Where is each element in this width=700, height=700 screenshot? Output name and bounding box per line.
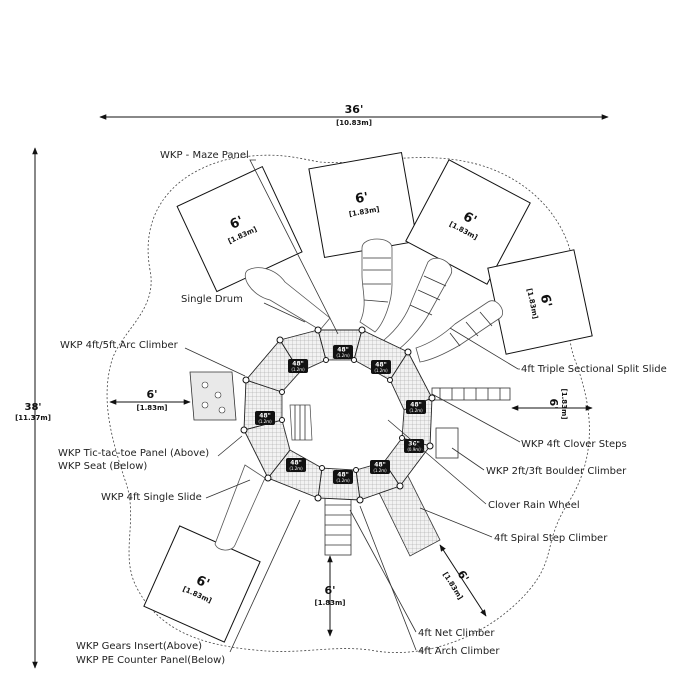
arc-climber bbox=[189, 371, 237, 421]
platform-tag: 48" (1.2m) bbox=[333, 470, 353, 484]
platform-tag: 48" (1.2m) bbox=[406, 400, 426, 414]
deck-modules bbox=[243, 329, 433, 501]
safety-zone-single-slide: 6' [1.83m] bbox=[143, 525, 261, 643]
spiral-climber-zone-dimension: 6' [1.83m] bbox=[439, 544, 487, 617]
platform-tag: 36" (0.9m) bbox=[404, 439, 424, 453]
overall-depth-ft: 38' bbox=[25, 402, 42, 413]
label-tic-tac-toe: WKP Tic-tac-toe Panel (Above) bbox=[58, 448, 209, 459]
label-triple-slide: 4ft Triple Sectional Split Slide bbox=[521, 364, 667, 375]
svg-text:(1.2m): (1.2m) bbox=[336, 353, 350, 358]
overall-width-dimension: 36' [10.83m] bbox=[99, 103, 609, 127]
svg-text:[1.83m]: [1.83m] bbox=[137, 404, 168, 412]
overall-depth-m: [11.37m] bbox=[15, 414, 51, 422]
platform-tag: 48" (1.2m) bbox=[370, 460, 390, 474]
safety-zone-mid-slide: 6' [1.83m] bbox=[405, 159, 531, 285]
label-boulder-climber: WKP 2ft/3ft Boulder Climber bbox=[486, 466, 627, 477]
platform-tag: 48" (1.2m) bbox=[255, 411, 275, 425]
label-net-climber: 4ft Net Climber bbox=[418, 628, 495, 639]
platform-tag: 48" (1.2m) bbox=[333, 345, 353, 359]
overall-width-ft: 36' bbox=[345, 103, 364, 116]
safety-zone-right-slide: 6' [1.83m] bbox=[487, 249, 593, 355]
overall-depth-dimension: 38' [11.37m] bbox=[15, 147, 51, 669]
clover-steps bbox=[431, 387, 511, 401]
svg-text:48": 48" bbox=[337, 472, 348, 479]
svg-text:[1.83m]: [1.83m] bbox=[560, 389, 568, 420]
svg-text:6': 6' bbox=[537, 293, 554, 309]
label-arch-climber: 4ft Arch Climber bbox=[418, 646, 500, 657]
svg-text:(1.2m): (1.2m) bbox=[409, 408, 423, 413]
net-climber bbox=[324, 494, 352, 556]
label-seat: WKP Seat (Below) bbox=[58, 461, 147, 472]
label-maze-panel: WKP - Maze Panel bbox=[160, 150, 249, 161]
label-gears-insert: WKP Gears Insert(Above) bbox=[76, 641, 202, 652]
svg-text:(0.9m): (0.9m) bbox=[407, 447, 421, 452]
label-single-drum: Single Drum bbox=[181, 294, 243, 305]
zone-ft: 6' bbox=[228, 214, 246, 233]
overall-width-m: [10.83m] bbox=[336, 119, 372, 127]
boulder-climber bbox=[435, 427, 459, 459]
svg-text:(1.2m): (1.2m) bbox=[374, 368, 388, 373]
platform-tag: 48" (1.2m) bbox=[371, 360, 391, 374]
svg-text:(1.2m): (1.2m) bbox=[289, 466, 303, 471]
svg-text:6': 6' bbox=[460, 209, 479, 228]
net-climber-zone-dimension: 6' [1.83m] bbox=[315, 555, 346, 637]
triple-slide-chutes bbox=[359, 238, 504, 363]
svg-text:(1.2m): (1.2m) bbox=[336, 478, 350, 483]
component-labels: WKP - Maze Panel Single Drum WKP 4ft/5ft… bbox=[58, 150, 667, 666]
svg-text:6': 6' bbox=[354, 190, 369, 207]
label-pe-counter: WKP PE Counter Panel(Below) bbox=[76, 655, 225, 666]
svg-text:6': 6' bbox=[146, 388, 157, 401]
single-slide-chute bbox=[214, 464, 266, 551]
svg-text:48": 48" bbox=[292, 361, 303, 368]
svg-text:48": 48" bbox=[290, 460, 301, 467]
use-zone-boundary bbox=[106, 154, 590, 653]
svg-text:6': 6' bbox=[324, 584, 335, 597]
leader-lines bbox=[184, 159, 521, 653]
svg-text:(1.2m): (1.2m) bbox=[291, 367, 305, 372]
arc-climber-zone-dimension: 6' [1.83m] bbox=[109, 388, 191, 412]
svg-text:48": 48" bbox=[259, 413, 270, 420]
label-clover-steps: WKP 4ft Clover Steps bbox=[521, 439, 627, 450]
svg-text:48": 48" bbox=[410, 402, 421, 409]
label-spiral-step: 4ft Spiral Step Climber bbox=[494, 533, 608, 544]
svg-text:48": 48" bbox=[337, 347, 348, 354]
deck-posts bbox=[240, 326, 436, 504]
safety-zone-top-slide: 6' [1.83m] bbox=[308, 151, 418, 259]
label-single-slide: WKP 4ft Single Slide bbox=[101, 492, 202, 503]
label-arc-climber: WKP 4ft/5ft Arc Climber bbox=[60, 340, 179, 351]
single-drum bbox=[244, 267, 331, 331]
svg-text:48": 48" bbox=[374, 462, 385, 469]
svg-text:(1.2m): (1.2m) bbox=[373, 468, 387, 473]
svg-text:48": 48" bbox=[375, 362, 386, 369]
svg-text:[1.83m]: [1.83m] bbox=[315, 599, 346, 607]
safety-zone-maze: 6' [1.83m] bbox=[176, 165, 303, 293]
platform-tag: 48" (1.2m) bbox=[288, 359, 308, 373]
svg-text:(1.2m): (1.2m) bbox=[258, 419, 272, 424]
svg-text:6': 6' bbox=[194, 573, 212, 592]
platform-tag: 48" (1.2m) bbox=[286, 458, 306, 472]
label-rain-wheel: Clover Rain Wheel bbox=[488, 500, 580, 511]
platform-tags: 48" (1.2m) 48" (1.2m) 48" (1.2m) 48" (1.… bbox=[255, 345, 426, 484]
clover-steps-zone-dimension: 6' [1.83m] bbox=[511, 389, 593, 420]
svg-text:36": 36" bbox=[408, 441, 419, 448]
svg-text:6': 6' bbox=[547, 398, 560, 409]
